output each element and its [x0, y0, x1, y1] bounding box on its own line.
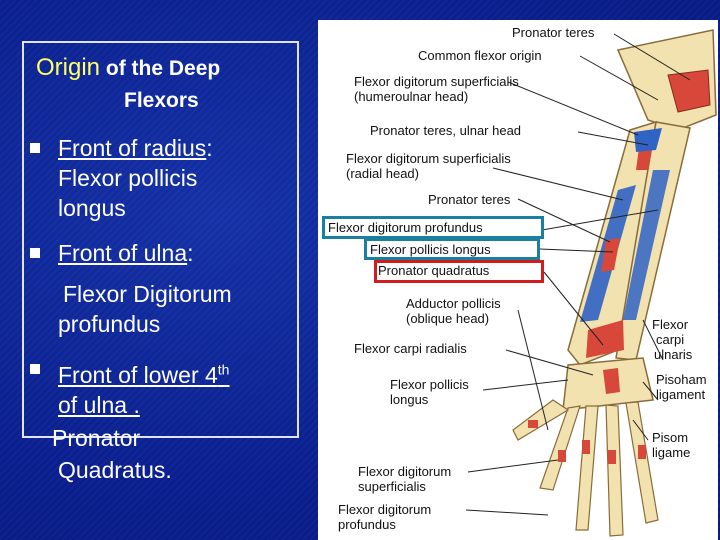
label-fds-radial-2: (radial head) [346, 166, 419, 181]
slide-title-line2: Flexors [124, 89, 199, 112]
pronator-teres-insertion-shape [601, 238, 620, 272]
pronator-teres-origin-shape [667, 69, 711, 113]
forearm-drawing [465, 29, 717, 537]
title-rest: of the Deep [100, 57, 221, 80]
item2-line2: Flexor Digitorum [63, 281, 232, 307]
label-pisohamate-2: ligament [656, 387, 706, 402]
label-fpl: Flexor pollicis longus [370, 242, 491, 257]
label-pisometacarpal-2: ligame [652, 445, 691, 460]
label-fdp-lower-1: Flexor digitorum [338, 502, 432, 517]
bullet-marker-1 [30, 143, 40, 153]
hand-muscles [528, 420, 646, 464]
item3-line3: Pronator [52, 425, 141, 451]
highlight-box-fpl [364, 238, 540, 260]
fdp-muscle-shape [623, 170, 670, 320]
label-pronator-teres-ulnar: Pronator teres, ulnar head [370, 123, 522, 138]
label-pronator-teres-top: Pronator teres [512, 25, 595, 40]
pronator-quadratus-shape [586, 320, 624, 358]
label-fcu-3: ulnaris [654, 347, 693, 362]
leader-lines [465, 33, 691, 516]
fds-humeroulnar-shape [634, 128, 662, 152]
item3-line4: Quadratus. [58, 457, 172, 483]
label-pisometacarpal-1: Pisom [652, 430, 689, 445]
label-adductor-1: Adductor pollicis [406, 296, 501, 311]
highlight-box-fdp [322, 216, 544, 239]
label-fds-humeroulnar-2: (humeroulnar head) [354, 89, 469, 104]
item3-line2: of ulna . [58, 391, 140, 418]
item1-colon: : [206, 135, 213, 161]
label-adductor-2: (oblique head) [406, 311, 490, 326]
highlight-box-pronator-quadratus [374, 260, 544, 283]
label-fpl-lower-1: Flexor pollicis [390, 377, 469, 392]
label-fdp: Flexor digitorum profundus [328, 220, 483, 235]
label-pisohamate-1: Pisoham [656, 372, 707, 387]
item3-sup: th [217, 361, 230, 377]
title-origin: Origin [36, 54, 101, 81]
carpal-muscle-shape [603, 368, 620, 394]
label-fpl-lower-2: longus [390, 392, 429, 407]
slide-title: Origin of the Deep [36, 54, 220, 82]
item3-line1: Front of lower 4th [58, 361, 230, 388]
item2-line3: profundus [58, 311, 161, 337]
label-fcr: Flexor carpi radialis [354, 341, 467, 356]
forearm-illustration: Pronator teres Common flexor origin Flex… [318, 20, 718, 540]
bullet-marker-3 [30, 364, 40, 374]
label-pronator-quadratus: Pronator quadratus [378, 263, 490, 278]
item2-heading: Front of ulna [58, 240, 188, 266]
label-common-flexor-origin: Common flexor origin [418, 48, 542, 63]
label-fcu-1: Flexor [652, 317, 689, 332]
hand-bones [512, 399, 659, 537]
label-fds-humeroulnar-1: Flexor digitorum superficialis [354, 74, 519, 89]
bullet-item-2: Front of ulna: [58, 238, 194, 268]
bullet-marker-2 [30, 248, 40, 258]
item1-line2: Flexor pollicis [58, 165, 198, 191]
item1-heading: Front of radius [58, 135, 207, 161]
bullet-item-3: Front of lower 4th of ulna . [58, 354, 229, 420]
item3-line1-text: Front of lower 4 [58, 361, 218, 388]
label-pronator-teres-mid: Pronator teres [428, 192, 511, 207]
text-frame [22, 41, 299, 438]
item2-colon: : [187, 240, 194, 266]
label-fdp-lower-2: profundus [338, 517, 396, 532]
label-fcu-2: carpi [656, 332, 685, 347]
label-fds-lower-1: Flexor digitorum [358, 464, 452, 479]
bullet-item-1: Front of radius: Flexor pollicis longus [58, 133, 213, 223]
item1-line3: longus [58, 195, 126, 221]
label-fds-radial-1: Flexor digitorum superficialis [346, 151, 511, 166]
label-fds-lower-2: superficialis [358, 479, 426, 494]
